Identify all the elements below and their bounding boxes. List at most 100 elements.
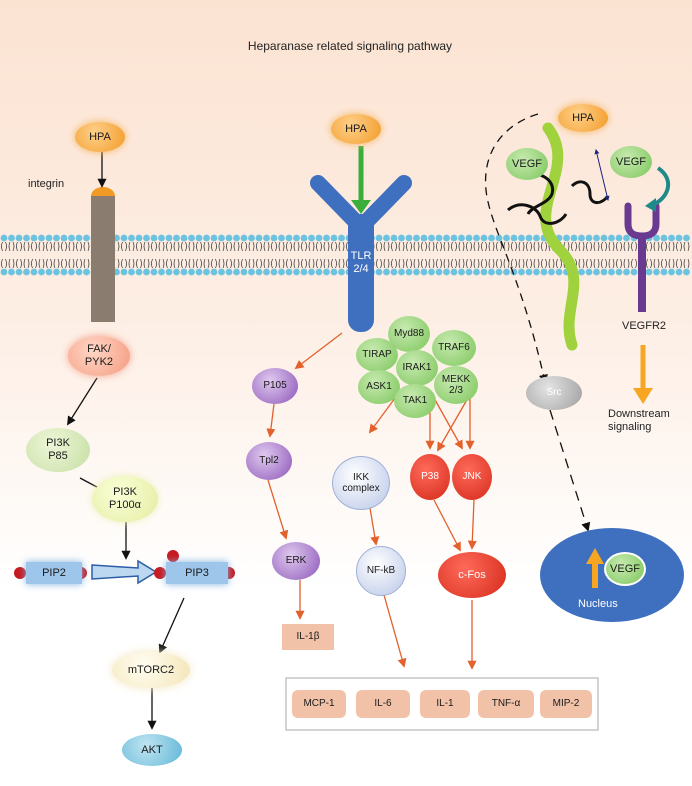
lipid-head <box>203 234 210 242</box>
tlr-receptor <box>310 175 412 332</box>
lipid-tail <box>338 241 345 252</box>
squiggle-2 <box>507 203 568 225</box>
lipid-tail <box>323 258 330 269</box>
downstream-line2: signaling <box>608 420 652 433</box>
lipid-head <box>270 268 278 276</box>
lipid-tail <box>676 241 682 252</box>
lipid-tail <box>331 241 337 252</box>
lipid-head <box>225 234 233 242</box>
lipid-tail <box>526 258 532 269</box>
lipid-tail <box>586 241 592 252</box>
lipid-head <box>503 268 510 276</box>
lipid-head <box>158 268 165 276</box>
lipid-head <box>518 268 525 276</box>
lipid-head <box>300 268 308 276</box>
lipid-tail <box>83 258 90 269</box>
lipid-head <box>383 268 390 276</box>
lipid-tail <box>473 241 480 252</box>
lipid-tail <box>533 241 540 252</box>
lipid-head <box>413 268 420 276</box>
lipid-head <box>248 268 255 276</box>
lipid-tail <box>391 241 397 252</box>
lipid-head <box>233 234 240 242</box>
fak-pi3k-arrow <box>67 377 98 426</box>
lipid-head <box>218 268 225 276</box>
lipid-tail <box>608 241 615 252</box>
lipid-head <box>0 268 8 276</box>
lipid-tail <box>46 258 52 269</box>
lipid-head <box>173 268 180 276</box>
lipid-head <box>180 268 188 276</box>
lipid-tail <box>301 241 307 252</box>
vegfr2-downstream-arrowhead <box>633 388 653 404</box>
pi3k-p100-line1: PI3K <box>113 486 137 499</box>
lipid-tail <box>166 241 172 252</box>
lipid-tail <box>601 258 607 269</box>
lipid-tail <box>406 258 412 269</box>
src-nucleus-dashed-arrow <box>549 409 591 532</box>
lipid-head <box>188 268 195 276</box>
lipid-head <box>270 234 278 242</box>
lipid-tail <box>316 258 322 269</box>
ask1-node: ASK1 <box>358 370 400 404</box>
lipid-head <box>413 234 420 242</box>
tirap-node: TIRAP <box>356 338 398 372</box>
lipid-tail <box>31 241 37 252</box>
lipid-head <box>608 268 615 276</box>
double-arrow <box>594 149 610 201</box>
lipid-tail <box>301 258 307 269</box>
jnk-node: JNK <box>452 454 492 500</box>
lipid-tail <box>293 258 300 269</box>
lipid-head <box>600 268 608 276</box>
lipid-head <box>8 234 15 242</box>
lipid-tail <box>331 258 337 269</box>
lipid-tail <box>413 241 420 252</box>
diagram-title: Heparanase related signaling pathway <box>247 39 453 53</box>
lipid-tail <box>503 241 510 252</box>
lipid-head <box>120 268 128 276</box>
lipid-tail <box>128 258 135 269</box>
lipid-tail <box>526 241 532 252</box>
lipid-head <box>405 268 413 276</box>
lipid-tail <box>226 241 232 252</box>
lipid-tail <box>661 258 667 269</box>
lipid-tail <box>271 241 277 252</box>
integrin-label: integrin <box>28 178 65 190</box>
p105-tpl2-arrow <box>266 403 276 438</box>
lipid-head <box>323 234 330 242</box>
lipid-head <box>428 234 435 242</box>
lipid-tail <box>443 258 450 269</box>
lipid-head <box>330 234 338 242</box>
lipid-tail <box>128 241 135 252</box>
lipid-tail <box>196 241 202 252</box>
lipid-head <box>653 234 660 242</box>
lipid-head <box>128 234 135 242</box>
lipid-tail <box>661 241 667 252</box>
lipid-tail <box>548 258 555 269</box>
lipid-tail <box>233 241 240 252</box>
fak-line2: PYK2 <box>84 356 114 368</box>
lipid-tail <box>76 258 82 269</box>
lipid-head <box>645 268 653 276</box>
lipid-tail <box>676 258 682 269</box>
lipid-tail <box>383 241 390 252</box>
downstream-line1: Downstream <box>608 408 670 420</box>
akt-node: AKT <box>122 734 182 766</box>
lipid-tail <box>278 258 285 269</box>
lipid-tail <box>608 258 615 269</box>
lipid-head <box>600 234 608 242</box>
cfos-node: c-Fos <box>438 552 506 598</box>
lipid-tail <box>473 258 480 269</box>
lipid-head <box>555 268 563 276</box>
lipid-head <box>480 234 488 242</box>
vegf-binding-arrowhead <box>645 198 656 212</box>
lipid-tail <box>286 241 292 252</box>
lipid-head <box>23 234 30 242</box>
lipid-head <box>375 268 383 276</box>
lipid-tail <box>511 258 517 269</box>
lipid-tail <box>23 241 30 252</box>
jnk-cfos-arrow <box>467 499 477 550</box>
lipid-head <box>608 234 615 242</box>
heparan-sulfate-chain <box>540 122 580 351</box>
lipid-head <box>653 268 660 276</box>
